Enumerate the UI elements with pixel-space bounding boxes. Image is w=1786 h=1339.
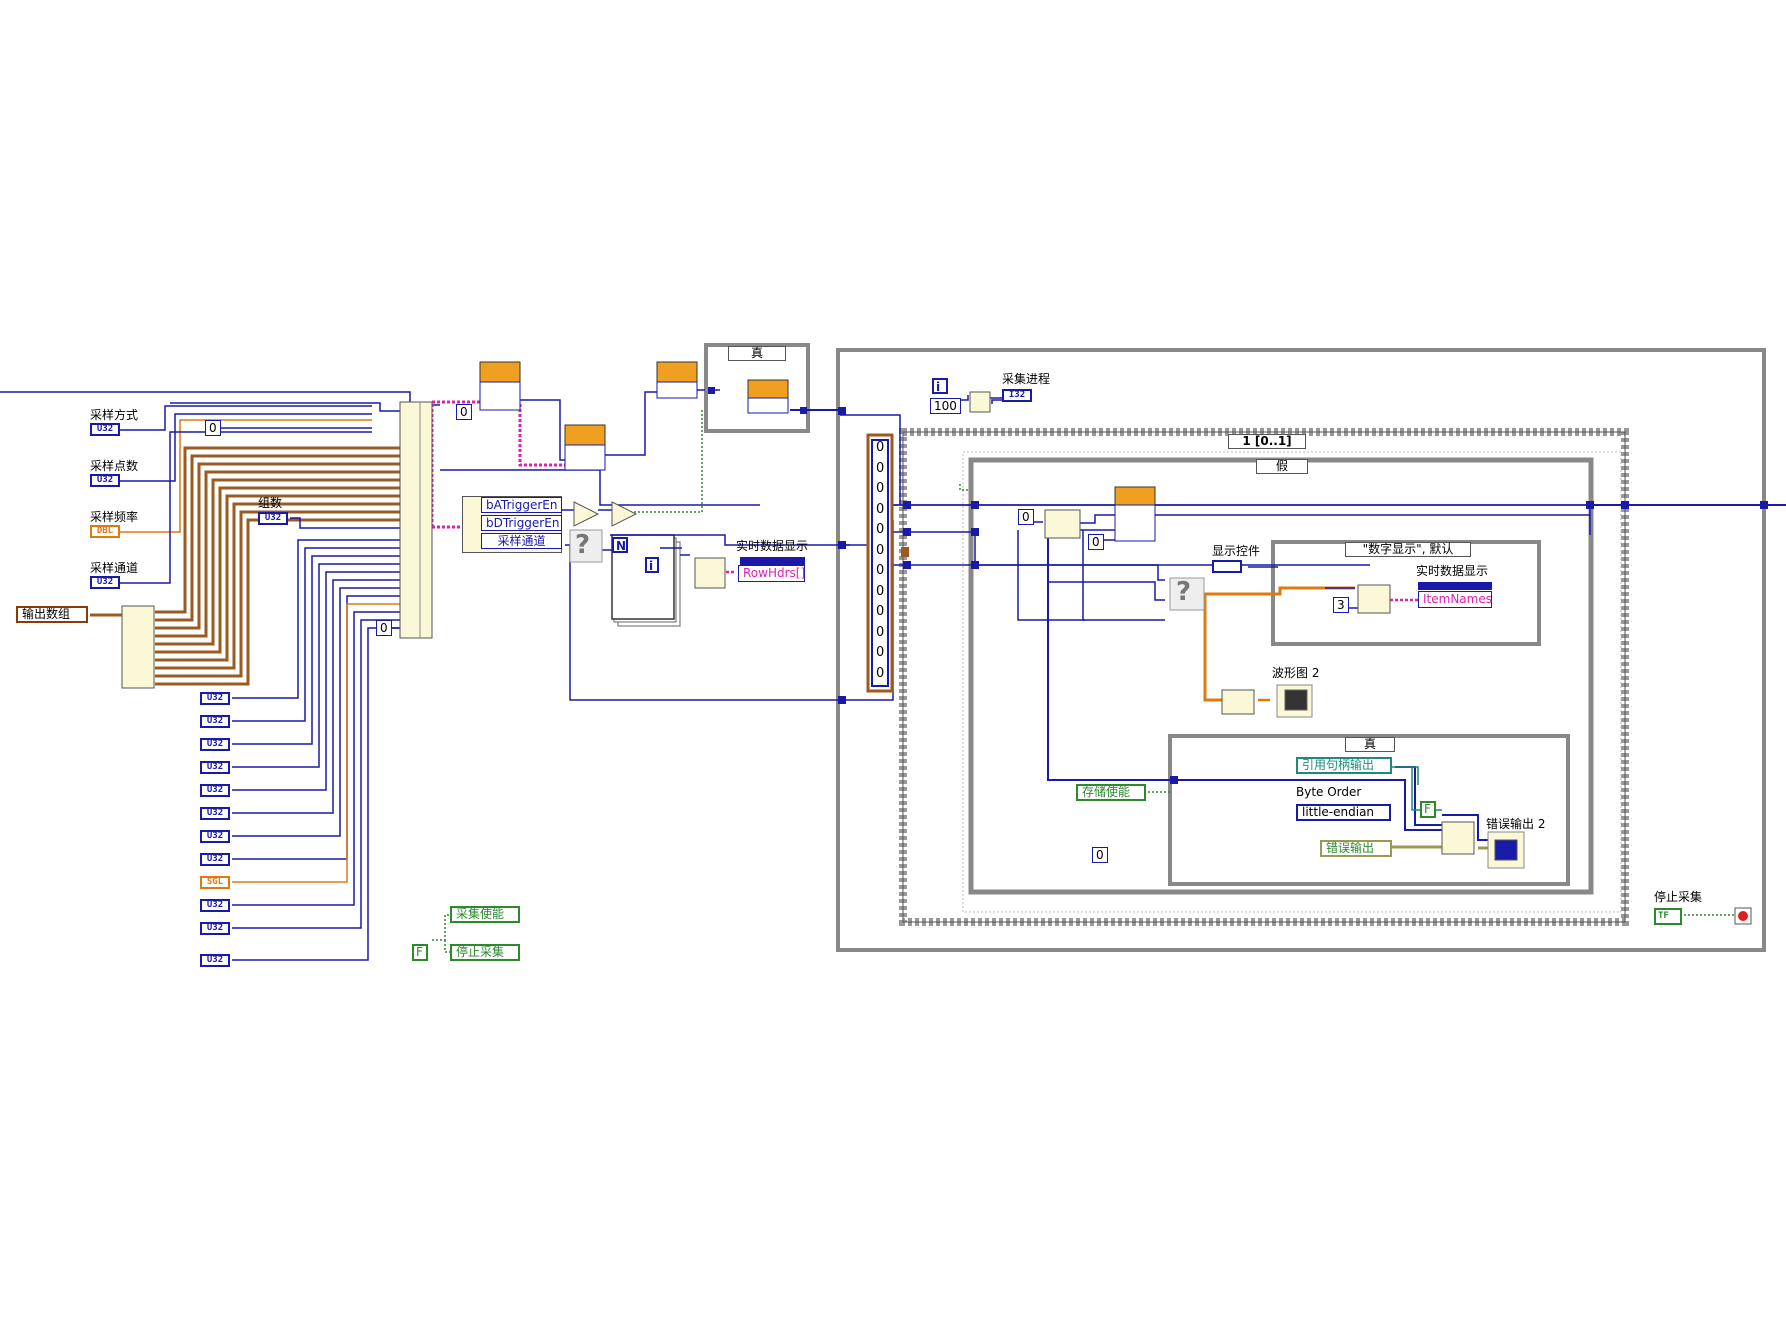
zero-array-element: 0: [876, 460, 885, 476]
const-terminal-3[interactable]: U32: [200, 738, 230, 751]
progress-terminal: I32: [1002, 389, 1032, 402]
label-sample-points: 采样点数: [90, 459, 139, 473]
label-display-control: 显示控件: [1212, 544, 1261, 558]
bundle-item-2: bDTriggerEn: [481, 515, 562, 531]
const-terminal-9[interactable]: SGL: [200, 876, 230, 889]
for-loop-iteration: i: [645, 557, 659, 573]
label-group-count: 组数: [258, 496, 283, 510]
label-realtime-display-1: 实时数据显示: [736, 539, 809, 553]
sample-mode-terminal[interactable]: U32: [90, 423, 120, 436]
small-numeric-const[interactable]: 0: [1092, 847, 1108, 863]
const-three[interactable]: 3: [1333, 597, 1349, 613]
case-selector-true-top[interactable]: 真: [728, 346, 786, 361]
store-enable-local[interactable]: 存储使能: [1076, 784, 1146, 801]
const-terminal-6[interactable]: U32: [200, 807, 230, 820]
ref-handle-out-local[interactable]: 引用句柄输出: [1296, 757, 1392, 774]
unbundle-node: [399, 401, 433, 639]
display-control-terminal[interactable]: [1212, 560, 1242, 573]
case-structure-display: [1271, 540, 1541, 646]
sample-rate-terminal[interactable]: DBL: [90, 525, 120, 538]
const-zero-inner-1[interactable]: 0: [1018, 509, 1034, 525]
false-const-right[interactable]: F: [1420, 801, 1436, 818]
bundle-by-name: bATriggerEn bDTriggerEn 采样通道: [462, 496, 562, 553]
while-loop-main: [836, 348, 1766, 952]
group-count-terminal[interactable]: U32: [258, 512, 288, 525]
output-array-local[interactable]: 输出数组: [16, 606, 88, 623]
label-waveform: 波形图 2: [1272, 666, 1320, 680]
zero-array-element: 0: [876, 563, 885, 578]
select-node-2: ?: [1176, 577, 1192, 607]
bundle-item-3: 采样通道: [481, 533, 562, 549]
sequence-frame-selector[interactable]: 1 [0..1]: [1228, 434, 1306, 449]
error-out-local[interactable]: 错误输出: [1320, 840, 1392, 857]
row-headers-property[interactable]: RowHdrs[]: [738, 565, 805, 582]
const-hundred[interactable]: 100: [930, 398, 961, 414]
const-terminal-8[interactable]: U32: [200, 853, 230, 866]
acq-enable-local[interactable]: 采集使能: [450, 906, 520, 923]
stop-acq-local[interactable]: 停止采集: [450, 944, 520, 961]
const-terminal-4[interactable]: U32: [200, 761, 230, 774]
zero-array-element: 0: [876, 604, 885, 619]
const-zero-column[interactable]: 0: [376, 620, 392, 636]
for-loop-count: N: [612, 537, 628, 553]
label-byte-order: Byte Order: [1296, 785, 1362, 799]
const-terminal-10[interactable]: U32: [200, 899, 230, 912]
const-terminal-7[interactable]: U32: [200, 830, 230, 843]
const-terminal-5[interactable]: U32: [200, 784, 230, 797]
zero-array-element: 0: [876, 665, 885, 681]
const-zero-top[interactable]: 0: [205, 420, 221, 436]
label-sample-channel: 采样通道: [90, 561, 139, 575]
case-selector-true-bottom[interactable]: 真: [1345, 737, 1395, 752]
label-realtime-display-2: 实时数据显示: [1416, 564, 1489, 578]
byte-order-enum[interactable]: little-endian: [1296, 804, 1391, 821]
const-terminal-12[interactable]: U32: [200, 954, 230, 967]
zero-array-element: 0: [876, 481, 885, 496]
zero-array-element: 0: [876, 624, 885, 640]
bundle-item-1: bATriggerEn: [481, 497, 562, 513]
case-structure-true-bottom: [1168, 734, 1570, 886]
sample-points-terminal[interactable]: U32: [90, 474, 120, 487]
index-array-node: [121, 605, 155, 689]
label-error-out-2: 错误输出 2: [1486, 817, 1546, 831]
false-const-left[interactable]: F: [412, 944, 428, 961]
item-names-property[interactable]: ItemNames: [1418, 591, 1492, 608]
zero-array-element: 0: [876, 440, 885, 455]
case-selector-false[interactable]: 假: [1256, 459, 1308, 474]
const-zero-build[interactable]: 0: [456, 404, 472, 420]
zero-array-element: 0: [876, 583, 885, 599]
const-terminal-2[interactable]: U32: [200, 715, 230, 728]
const-terminal-11[interactable]: U32: [200, 922, 230, 935]
while-loop-iteration: i: [932, 378, 948, 394]
select-node-1: ?: [575, 530, 591, 560]
case-selector-display[interactable]: "数字显示", 默认: [1345, 542, 1471, 557]
zero-array-element: 0: [876, 501, 885, 517]
label-progress: 采集进程: [1002, 372, 1051, 386]
zero-array-element: 0: [876, 542, 885, 558]
label-sample-mode: 采样方式: [90, 408, 139, 422]
label-sample-rate: 采样频率: [90, 510, 139, 524]
label-stop-indicator: 停止采集: [1654, 890, 1703, 904]
zero-array-element: 0: [876, 522, 885, 537]
zero-array-element: 0: [876, 645, 885, 660]
const-zero-inner-2[interactable]: 0: [1088, 534, 1104, 550]
sample-channel-terminal[interactable]: U32: [90, 576, 120, 589]
stop-terminal[interactable]: TF: [1654, 908, 1682, 925]
const-terminal-1[interactable]: U32: [200, 692, 230, 705]
